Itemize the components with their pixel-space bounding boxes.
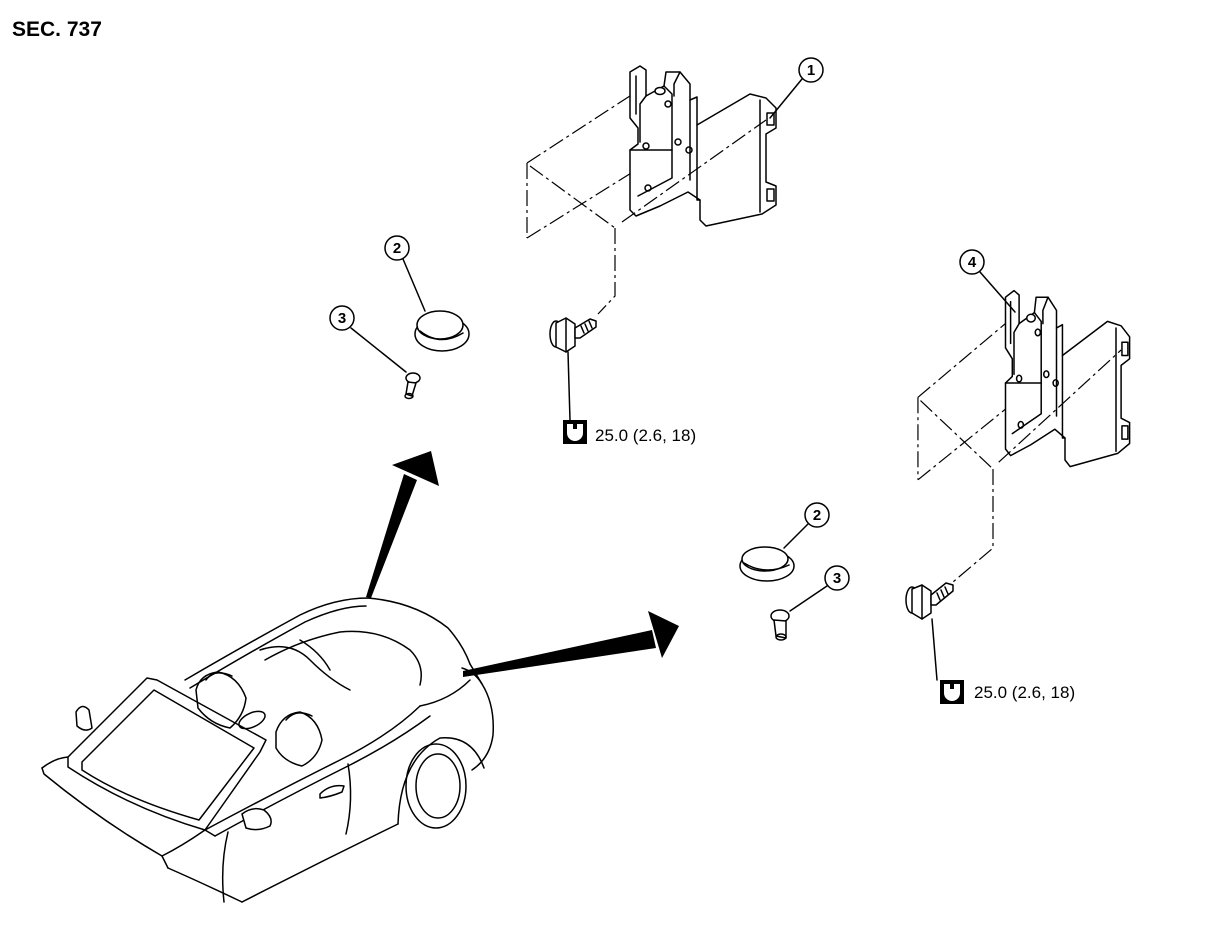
vehicle-rear-fender: [420, 680, 470, 706]
clip-upper: [405, 373, 420, 399]
callout-leader: [403, 259, 425, 311]
vehicle-headrest: [206, 673, 232, 680]
bolt-lower: [906, 583, 953, 619]
bolt-axis-line-lower: [953, 469, 993, 582]
callout-1: 1: [770, 58, 823, 118]
vehicle-side-mirror: [242, 809, 271, 830]
location-arrow-lower: [463, 611, 679, 677]
vehicle-windshield-glass: [82, 690, 254, 820]
vehicle-door-front-edge: [223, 832, 228, 902]
vehicle-convertible: [42, 598, 493, 902]
callout-leader: [980, 272, 1015, 312]
callout-circle: [385, 236, 409, 260]
vehicle-door-handle: [320, 786, 344, 798]
callout-3-upper: 3: [330, 306, 406, 372]
vehicle-headrest: [286, 713, 312, 720]
vehicle-seat: [276, 712, 322, 766]
vehicle-hood: [162, 830, 215, 856]
vehicle-door-rear-edge: [346, 764, 351, 834]
callout-number: 2: [813, 507, 821, 524]
callout-number: 2: [393, 240, 401, 257]
vehicle-rear-tire: [406, 744, 466, 828]
grommet-lower: [740, 547, 794, 581]
bracket-1: [526, 65, 777, 239]
callout-leader: [351, 328, 406, 372]
vehicle-hood: [162, 856, 168, 868]
vehicle-rear-seat: [300, 640, 330, 670]
grommet-upper: [415, 311, 469, 351]
vehicle-rear-end: [470, 664, 493, 770]
vehicle-tonneau: [265, 631, 421, 685]
callout-4: 4: [960, 250, 1015, 312]
torque-leader-lower: [932, 619, 937, 680]
vehicle-rear-seat: [260, 647, 350, 690]
vehicle-side-mirror: [76, 706, 92, 730]
vehicle-seat: [196, 672, 246, 728]
callout-number: 4: [968, 254, 977, 271]
callout-number: 3: [833, 570, 841, 587]
torque-value-upper: 25.0 (2.6, 18): [595, 426, 696, 445]
bolt-axis-line-upper: [598, 228, 615, 314]
callout-circle: [799, 58, 823, 82]
vehicle-windshield-frame: [68, 678, 266, 830]
vehicle-wheel-arch: [398, 738, 484, 824]
callout-circle: [805, 503, 829, 527]
callout-3-lower: 3: [790, 566, 849, 611]
callout-leader: [790, 586, 827, 611]
callout-circle: [825, 566, 849, 590]
vehicle-lower-body: [168, 868, 242, 902]
vehicle-rear-wheel: [416, 754, 460, 818]
bolt-upper: [550, 318, 596, 352]
callout-number: 1: [807, 62, 815, 79]
clip-lower: [771, 610, 789, 640]
callout-leader: [784, 524, 808, 548]
vehicle-steering-wheel: [236, 708, 267, 733]
bolt-thread: [581, 321, 592, 333]
vehicle-belt-line: [205, 706, 420, 830]
callout-2-lower: 2: [784, 503, 829, 548]
location-arrow-upper: [366, 451, 439, 598]
bolt-shank: [575, 319, 596, 338]
callout-circle: [960, 250, 984, 274]
bracket-4: [917, 289, 1131, 481]
torque-value-lower: 25.0 (2.6, 18): [974, 683, 1075, 702]
callout-2-upper: 2: [385, 236, 425, 311]
vehicle-far-body-line: [185, 598, 470, 680]
vehicle-lower-body: [242, 824, 398, 902]
bolt-thread: [937, 587, 948, 600]
vehicle-hood: [42, 768, 162, 856]
torque-leader-upper: [568, 352, 570, 420]
torque-wrench-icon: [563, 420, 587, 444]
callout-leader: [770, 79, 802, 118]
callout-circle: [330, 306, 354, 330]
torque-wrench-icon: [940, 680, 964, 704]
section-label: SEC. 737: [12, 18, 102, 41]
vehicle-hood: [42, 757, 68, 768]
callout-number: 3: [338, 310, 346, 327]
vehicle-far-body-line: [190, 606, 366, 688]
